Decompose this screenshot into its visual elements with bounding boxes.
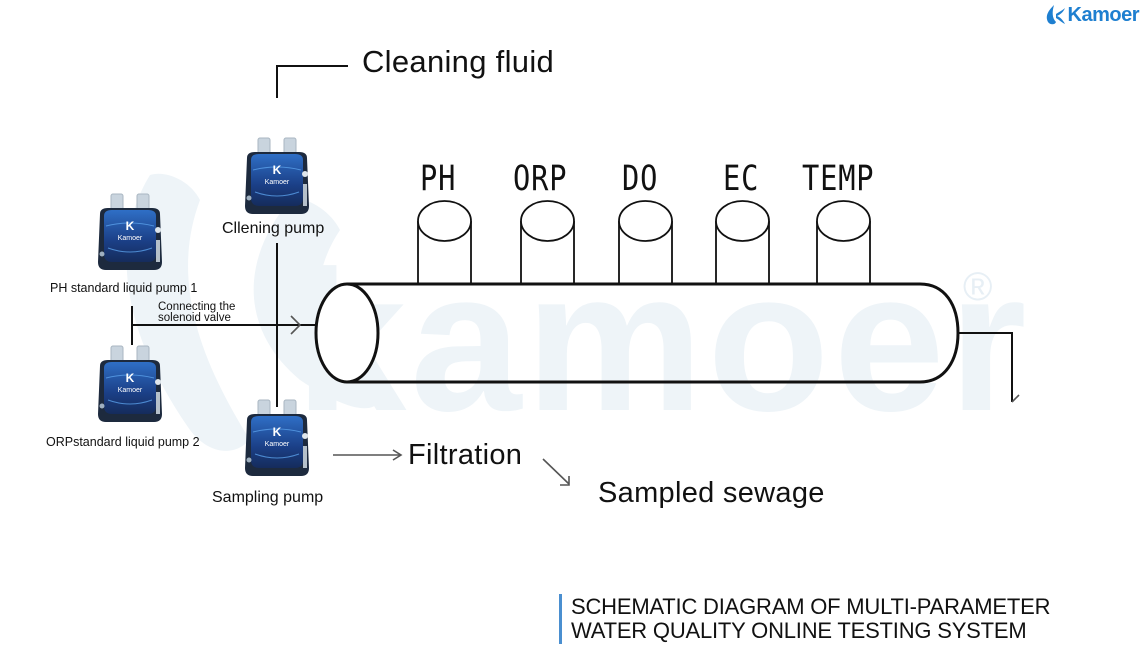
orp-pump-label: ORPstandard liquid pump 2 <box>46 435 200 449</box>
svg-text:Kamoer: Kamoer <box>265 441 290 448</box>
peristaltic-pump-icon: K Kamoer <box>98 345 162 422</box>
ph-standard-pump: K Kamoer <box>94 192 166 276</box>
title-line-1: SCHEMATIC DIAGRAM OF MULTI-PARAMETER <box>571 594 1051 619</box>
sewage-arrow-icon <box>560 476 570 486</box>
title-accent-bar <box>559 594 562 644</box>
cleaning-fluid-label: Cleaning fluid <box>362 44 555 79</box>
peristaltic-pump-icon: K Kamoer <box>245 137 309 214</box>
connecting-label-line1: Connecting the <box>158 301 236 313</box>
svg-text:Kamoer: Kamoer <box>265 179 290 186</box>
sensor-cylinders <box>417 200 871 284</box>
sensor-label-orp: ORP <box>513 159 568 199</box>
svg-text:K: K <box>273 163 282 177</box>
sampling-pump-label: Sampling pump <box>212 489 324 506</box>
sensor-label-ec: EC <box>723 159 760 199</box>
orp-standard-pump: K Kamoer <box>94 344 166 428</box>
outlet-tip <box>1011 394 1020 403</box>
svg-text:Kamoer: Kamoer <box>118 387 143 394</box>
sensor-label-temp: TEMP <box>802 159 875 199</box>
logo-text: Kamoer <box>1067 3 1140 26</box>
sensor-cylinder-ph <box>417 200 472 284</box>
cleaning-fluid-line <box>276 65 348 98</box>
svg-text:K: K <box>126 371 135 385</box>
filtration-arrow-icon <box>392 449 403 461</box>
kamoer-droplet-k-logo-icon <box>1046 5 1065 25</box>
svg-text:K: K <box>126 219 135 233</box>
sensor-label-do: DO <box>622 159 659 199</box>
sewage-arrow-line <box>542 458 570 485</box>
filtration-label: Filtration <box>408 439 523 471</box>
sensor-label-ph: PH <box>420 159 457 199</box>
sensor-cylinder-temp <box>816 200 871 284</box>
cleaning-pump: K Kamoer <box>241 136 313 220</box>
sensor-cylinder-ec <box>715 200 770 284</box>
kamoer-logo: Kamoer <box>1044 2 1140 28</box>
title-line-2: WATER QUALITY ONLINE TESTING SYSTEM <box>571 618 1027 643</box>
peristaltic-pump-icon: K Kamoer <box>245 399 309 476</box>
outlet-line <box>958 332 1013 402</box>
sampled-sewage-label: Sampled sewage <box>598 477 825 509</box>
main-pipe <box>314 282 960 384</box>
ph-pump-label: PH standard liquid pump 1 <box>50 281 198 295</box>
sampling-pump: K Kamoer <box>241 398 313 482</box>
sensor-cylinder-do <box>618 200 673 284</box>
svg-text:K: K <box>273 425 282 439</box>
diagram-title: SCHEMATIC DIAGRAM OF MULTI-PARAMETER WAT… <box>571 595 1050 643</box>
sensor-cylinder-orp <box>520 200 575 284</box>
feed-arrow-icon <box>290 315 302 335</box>
peristaltic-pump-icon: K Kamoer <box>98 193 162 270</box>
cleaning-pump-label: Cllening pump <box>222 220 325 237</box>
connecting-label-line2: solenoid valve <box>158 312 231 324</box>
svg-text:Kamoer: Kamoer <box>118 235 143 242</box>
